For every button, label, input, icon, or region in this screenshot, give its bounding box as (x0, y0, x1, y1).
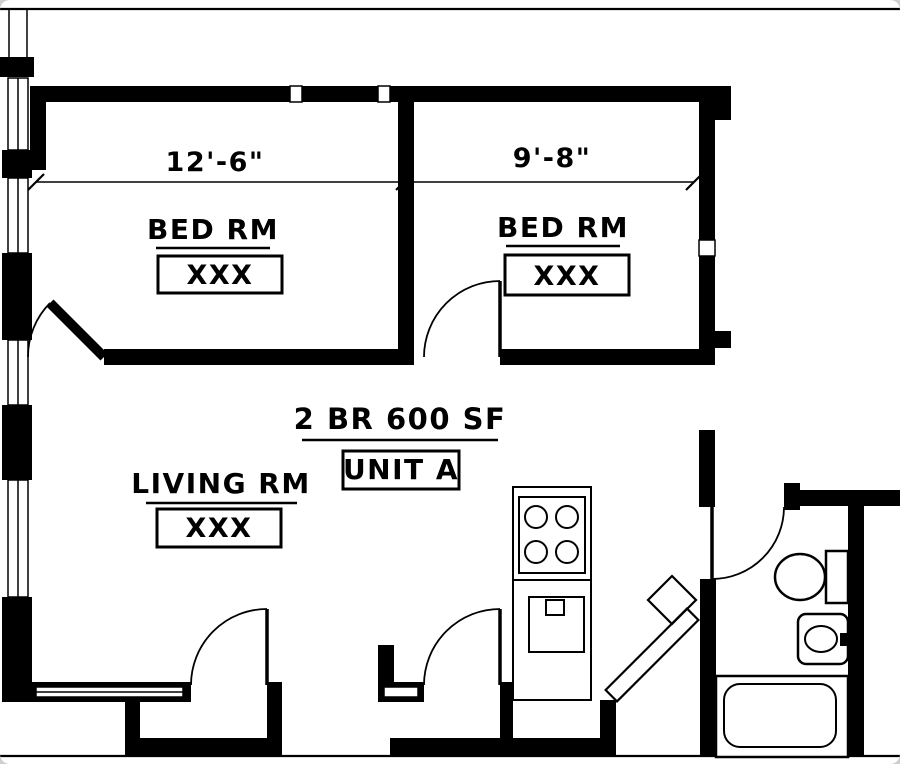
bedroom1-label: BED RM (147, 213, 279, 246)
wall-segment (715, 86, 731, 120)
wall-segment (784, 483, 800, 510)
dimension-line (27, 173, 703, 191)
dimension-tick (395, 173, 413, 191)
unit-name: UNIT A (343, 453, 459, 486)
bedroom2-tag: XXX (534, 261, 601, 292)
dimension-tick (685, 173, 703, 191)
bedroom1-tag: XXX (187, 260, 254, 291)
door-arc (423, 608, 501, 686)
bathtub (714, 674, 850, 759)
wall-segment (125, 738, 282, 756)
labels: 12'-6" 9'-8" BED RM XXX BED RM XXX 2 BR … (131, 143, 631, 549)
toilet (773, 552, 827, 602)
wall-segment (390, 86, 715, 102)
wall-segment (302, 86, 378, 102)
faucet-icon (840, 633, 848, 646)
wall-joint (289, 85, 303, 103)
kitchen-counter (512, 486, 592, 701)
wall-segment (30, 86, 290, 102)
kitchen (512, 486, 592, 701)
burner-icon (555, 505, 579, 529)
bedroom1-tag-box (156, 254, 284, 295)
bedroom2-tag-box (503, 253, 631, 297)
unit-title: 2 BR 600 SF (294, 402, 507, 436)
door-panel (46, 299, 108, 361)
oven (528, 596, 585, 653)
wall-segment (715, 331, 731, 348)
wall-segment (848, 490, 864, 757)
sheet-border (0, 7, 900, 758)
wall-segment (2, 150, 32, 178)
oven-window (545, 599, 565, 616)
living-room-tag-box (155, 507, 283, 549)
door-panel (604, 607, 700, 703)
wall-segment (864, 490, 900, 506)
wall-segment (30, 102, 46, 170)
wall-segment (267, 682, 282, 756)
bedroom2-width-dimension: 9'-8" (513, 143, 592, 174)
wall-segment (104, 349, 414, 365)
wall-segment (699, 430, 715, 507)
wall-segment (699, 102, 715, 240)
door-arc (27, 302, 51, 358)
doors (27, 280, 785, 703)
wall-segment (0, 57, 34, 77)
wall-segment (500, 349, 699, 365)
wall-joint (698, 239, 716, 257)
stove (518, 496, 586, 574)
wall-segment (390, 738, 606, 756)
wall-segment (500, 682, 513, 756)
living-room-tag: XXX (186, 513, 253, 544)
wall-segment (2, 597, 32, 702)
angled-closet (646, 574, 698, 626)
burner-icon (524, 505, 548, 529)
wall-segment (699, 256, 715, 365)
door-arc (423, 280, 501, 358)
living-room-label: LIVING RM (131, 467, 310, 500)
door-arc (711, 506, 785, 580)
wall-segment (600, 700, 616, 756)
window (383, 686, 419, 698)
toilet-tank (824, 549, 850, 605)
bedroom2-label: BED RM (497, 211, 629, 244)
burner-icon (524, 540, 548, 564)
wall-segment (2, 405, 32, 480)
sink-basin (804, 625, 838, 653)
wall-segment (2, 253, 32, 340)
door-arc (190, 608, 268, 686)
dimension-tick (27, 173, 45, 191)
bathtub-basin (723, 683, 837, 748)
wall-segment (800, 490, 848, 506)
wall-segment (378, 645, 394, 685)
wall-segment (700, 579, 716, 757)
wall-segment (398, 102, 414, 365)
unit-name-box (341, 449, 461, 491)
bathroom (714, 549, 850, 759)
windows (7, 77, 716, 698)
wall-joint (377, 85, 391, 103)
burner-icon (555, 540, 579, 564)
bedroom1-width-dimension: 12'-6" (166, 147, 265, 178)
